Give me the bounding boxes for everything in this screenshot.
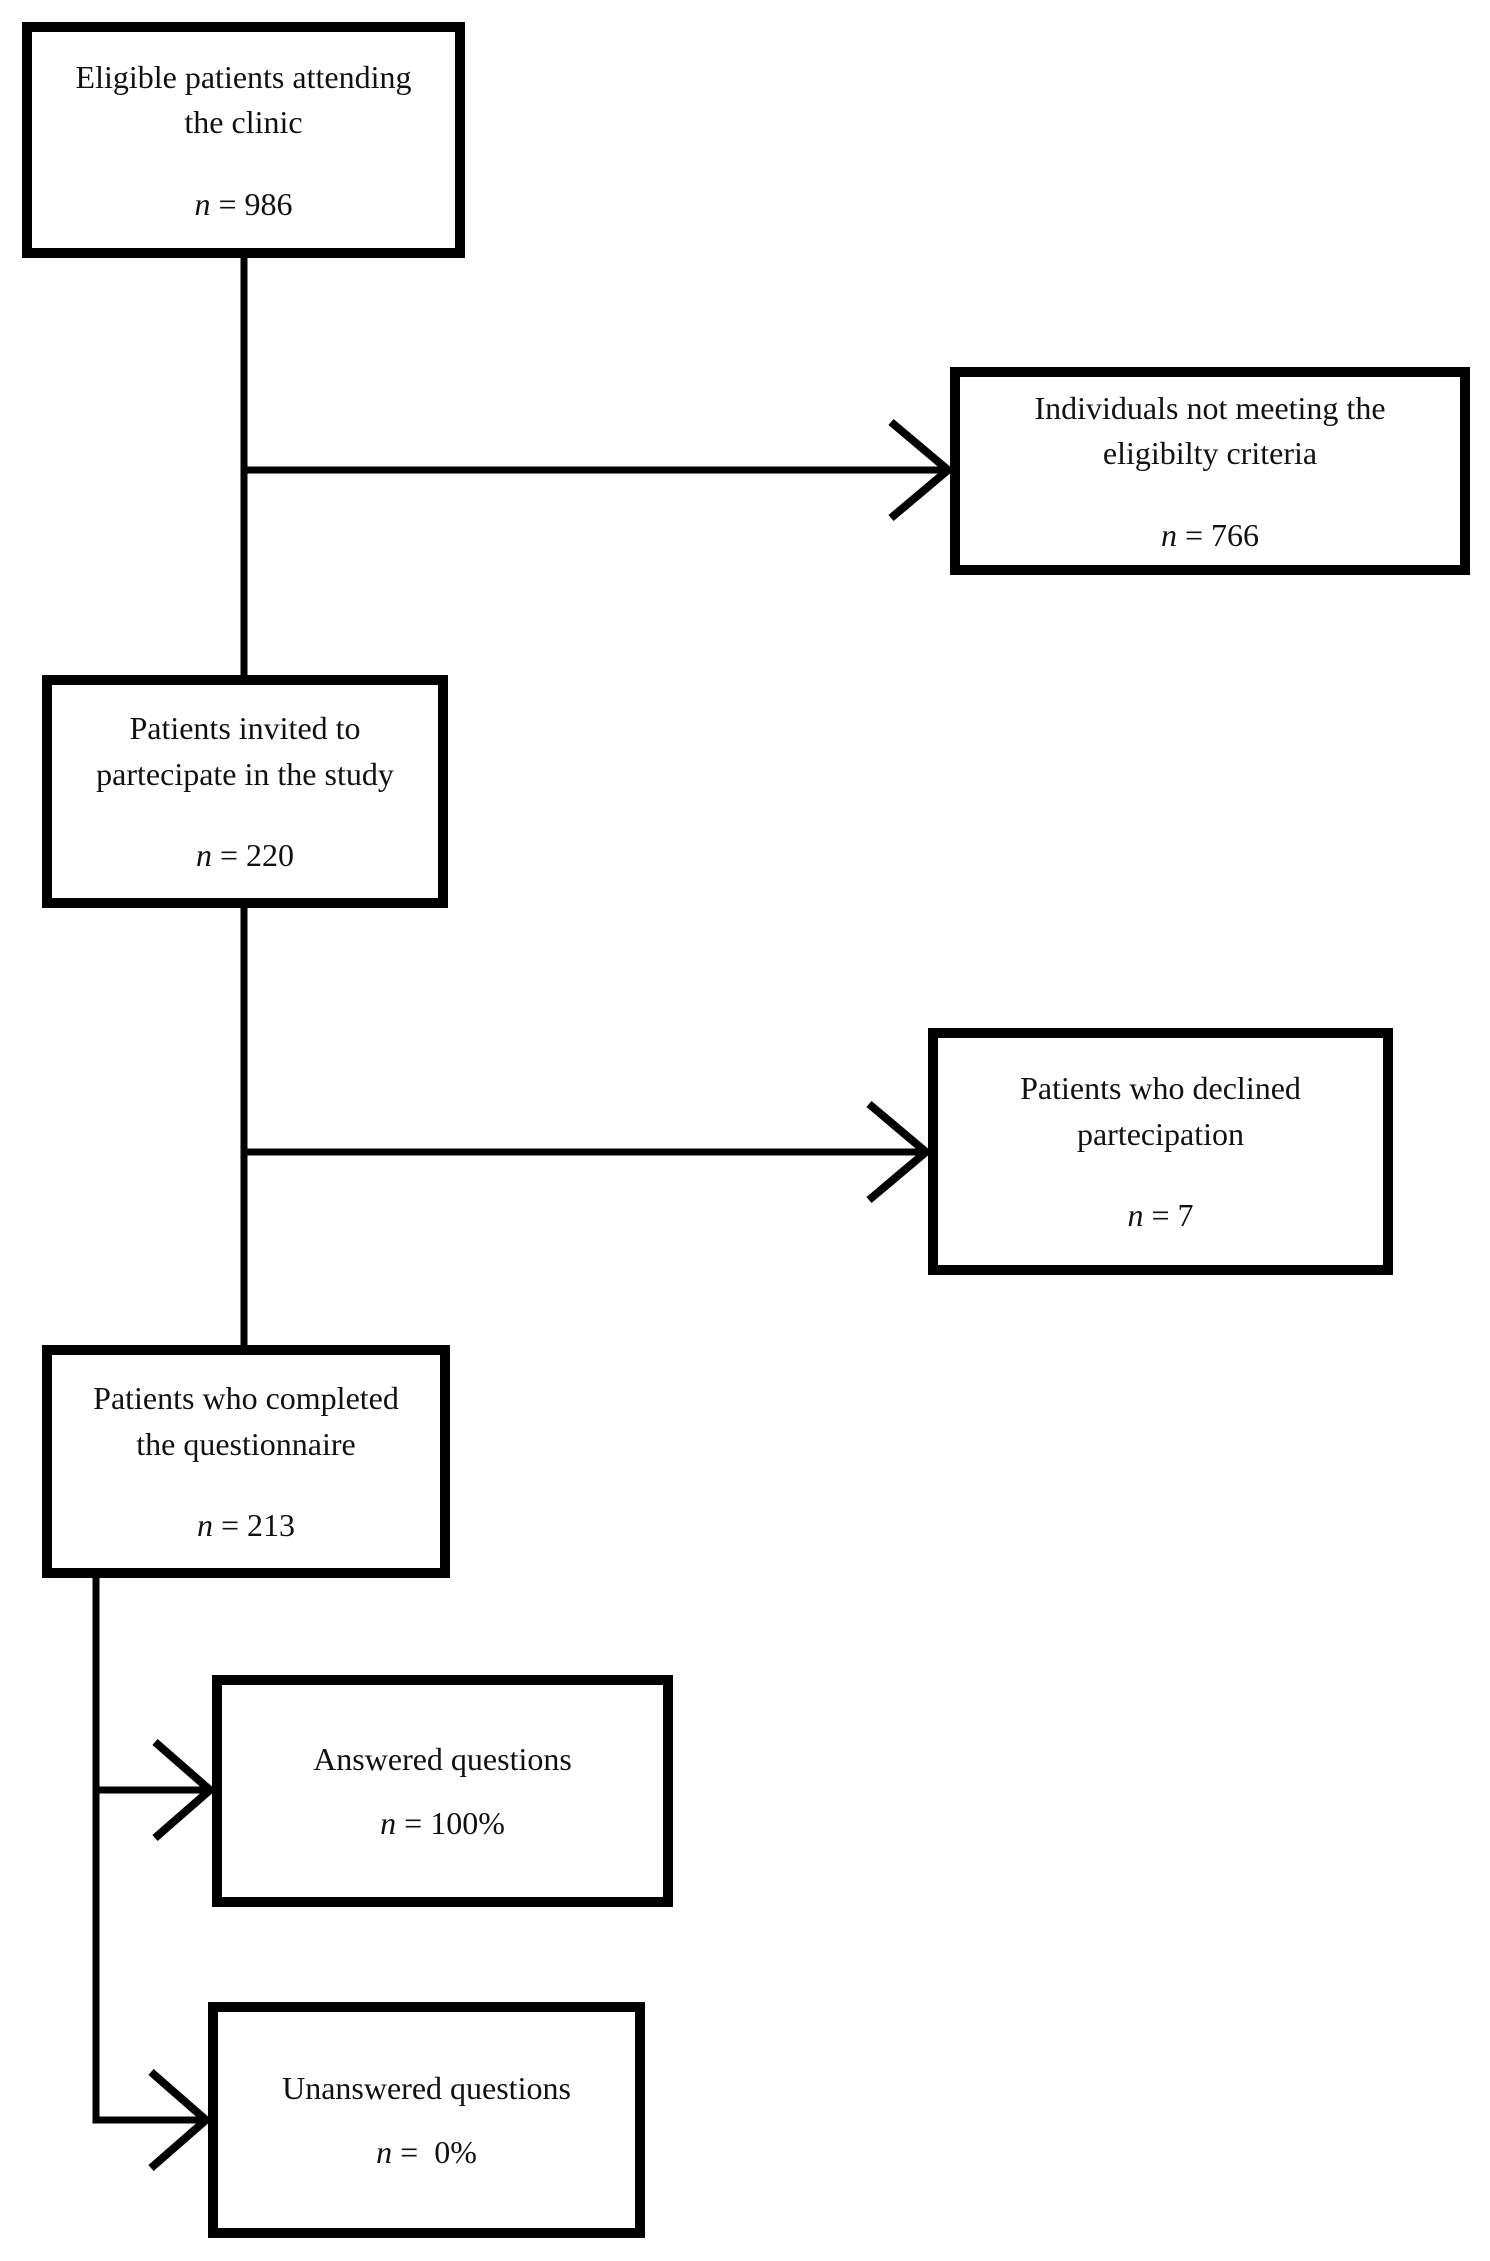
node-count: n = 7 (1127, 1195, 1193, 1237)
connector-completed-stem (92, 1574, 204, 2124)
node-count: n = 213 (197, 1505, 295, 1547)
node-count: n = 0% (376, 2132, 477, 2174)
node-count: n = 100% (380, 1803, 505, 1845)
arrowhead-right-declined-icon (866, 1100, 933, 1204)
n-value: = 766 (1176, 516, 1260, 553)
arrowhead-right-answered-icon (152, 1738, 217, 1842)
n-value: = 213 (212, 1507, 296, 1544)
node-count: n = 220 (196, 835, 294, 877)
flow-box-declined-patients: Patients who declined partecipation n = … (928, 1028, 1393, 1275)
node-count: n = 766 (1161, 515, 1259, 557)
node-label: Answered questions (313, 1741, 572, 1778)
n-symbol: n (380, 1804, 397, 1841)
flow-box-not-meeting-criteria: Individuals not meeting the eligibilty c… (950, 367, 1470, 575)
n-value: = 220 (211, 837, 295, 874)
n-symbol: n (196, 1507, 213, 1544)
flow-box-eligible-patients: Eligible patients attending the clinic n… (22, 22, 465, 258)
node-label: Unanswered questions (282, 2070, 571, 2107)
node-label: Patients who completed the questionnaire (93, 1380, 399, 1462)
node-count: n = 986 (194, 184, 292, 226)
n-value: = 0% (392, 2133, 477, 2170)
node-label: Individuals not meeting the eligibilty c… (1034, 389, 1386, 472)
n-value: = 100% (396, 1804, 505, 1841)
flow-box-answered-questions: Answered questions n = 100% (212, 1675, 673, 1907)
arrowhead-right-unanswered-icon (148, 2068, 213, 2172)
node-label: Patients who declined partecipation (1020, 1070, 1301, 1152)
n-symbol: n (1127, 1197, 1144, 1234)
n-symbol: n (195, 837, 212, 874)
flow-box-unanswered-questions: Unanswered questions n = 0% (208, 2002, 645, 2238)
flow-box-completed-questionnaire: Patients who completed the questionnaire… (42, 1345, 450, 1578)
n-value: = 7 (1143, 1197, 1194, 1234)
node-label: Patients invited to partecipate in the s… (96, 710, 394, 792)
n-symbol: n (376, 2133, 393, 2170)
n-symbol: n (1160, 516, 1177, 553)
flow-box-invited-patients: Patients invited to partecipate in the s… (42, 675, 448, 908)
n-symbol: n (194, 185, 211, 222)
n-value: = 986 (210, 185, 293, 222)
node-label: Eligible patients attending the clinic (75, 58, 412, 141)
arrowhead-right-not-eligible-icon (888, 418, 955, 522)
